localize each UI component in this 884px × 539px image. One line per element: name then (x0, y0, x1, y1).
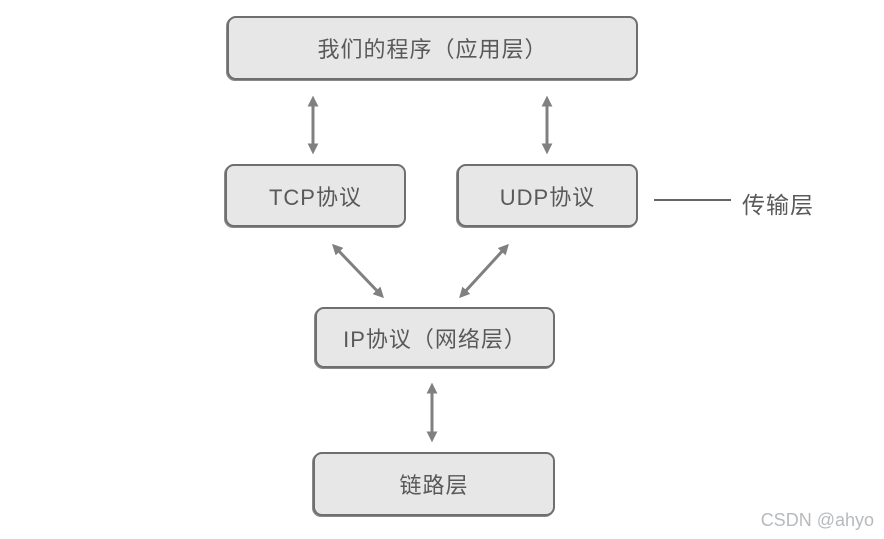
node-ip-network-layer: IP协议（网络层） (315, 307, 555, 368)
node-ip-network-layer-label: IP协议（网络层） (343, 326, 527, 352)
node-udp-protocol: UDP协议 (457, 164, 638, 227)
node-link-layer: 链路层 (313, 452, 555, 516)
node-tcp-protocol: TCP协议 (225, 164, 406, 227)
node-application-layer-label: 我们的程序（应用层） (317, 37, 548, 62)
arrow-udp-ip (459, 243, 509, 299)
transport-layer-annotation: 传输层 (742, 192, 814, 218)
arrow-tcp-ip (332, 243, 384, 299)
node-udp-protocol-label: UDP协议 (499, 184, 596, 210)
node-application-layer: 我们的程序（应用层） (227, 16, 638, 80)
node-link-layer-label: 链路层 (399, 473, 469, 498)
node-tcp-protocol-label: TCP协议 (268, 184, 362, 210)
watermark-text: CSDN @ahyo (760, 510, 874, 530)
